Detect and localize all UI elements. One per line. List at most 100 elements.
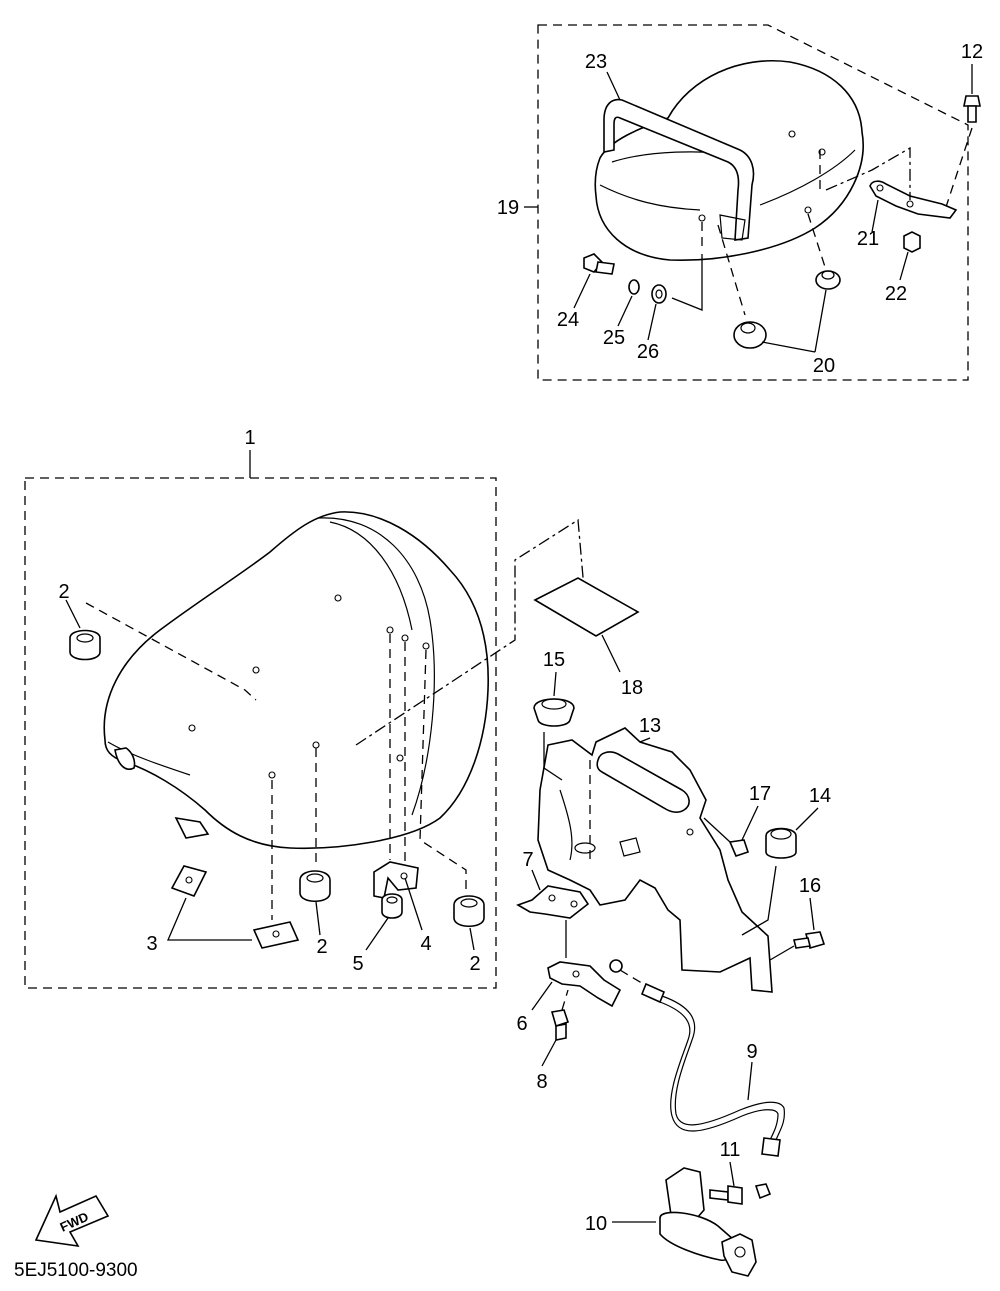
drop-line [419,649,467,895]
callout-16: 16 [799,875,821,897]
damper-20a [733,321,767,349]
leader-2b [315,901,321,936]
main-seat-hole [401,634,409,642]
leader-13 [639,737,651,743]
pad-18-chain-line [355,518,586,746]
grommet-14 [765,827,797,859]
leader-9 [747,1061,753,1101]
latch-6 [547,961,622,1008]
callout-10: 10 [585,1213,607,1235]
leader-2a [65,599,81,629]
callout-25: 25 [603,327,625,349]
callout-23: 23 [585,51,607,73]
washer-25 [628,279,640,295]
callout-21: 21 [857,228,879,250]
plate-13 [537,727,773,993]
grab-bar [603,98,755,241]
leader-22 [899,251,909,281]
leader-3 [167,897,252,941]
bracket-4-hole [400,872,408,880]
leader-24 [573,273,591,309]
main-seat-hole [334,594,342,602]
rear-seat-mount-line [717,224,746,316]
callout-2b: 2 [316,936,327,958]
bolt-8 [550,1009,570,1041]
callout-13: 13 [639,715,661,737]
callout-11: 11 [720,1139,741,1161]
seat-hook [174,816,210,839]
callout-24: 24 [557,309,579,331]
main-seat-hole [252,666,260,674]
leader-2c [469,927,475,951]
leader-20 [761,289,827,353]
callout-19: 19 [497,197,519,219]
rear-seat-hole [788,130,796,138]
callout-labels: 23 12 19 21 22 24 25 26 20 1 2 2 2 3 4 5… [58,41,983,1235]
callout-2a: 2 [58,581,69,603]
seat-front-bump [114,747,136,770]
callout-17: 17 [749,783,771,805]
main-seat-hole [422,642,430,650]
cable-9-fitting [640,982,666,1004]
main-seat-edge-inner [329,521,413,631]
bolt-11 [709,1185,743,1205]
grommet-2a [69,629,101,661]
cable-9-outer [659,1001,779,1141]
rear-seat-mount-line [807,213,827,271]
callout-6: 6 [516,1013,527,1035]
leader-26 [647,303,657,341]
callout-12: 12 [961,41,983,63]
latch-6-hole [572,970,580,978]
key-hole [734,1246,746,1258]
group-1-outline [24,477,497,989]
leader-18 [601,634,621,673]
leader-23 [606,71,621,101]
rear-seat-hole [698,214,706,222]
grommet-2a-line [85,602,257,701]
bracket-21-hole [876,184,884,192]
leader-21 [871,199,879,233]
main-seat-hole [312,741,320,749]
grommet-15 [533,698,575,727]
callout-5: 5 [352,953,363,975]
bolt-12 [963,95,981,123]
rear-seat-group [537,24,981,381]
grab-bar-bracket [719,214,746,241]
main-seat-hole [268,771,276,779]
leader-25 [617,295,633,327]
washer-26 [651,284,667,304]
main-seat-group [24,450,586,989]
callout-9: 9 [746,1041,757,1063]
screw-16 [793,931,826,949]
rear-seat-lower-seam [599,149,856,211]
callout-15: 15 [543,649,565,671]
leader-5 [365,917,389,951]
pad-18 [533,577,640,637]
screw-17 [728,839,750,857]
bracket-7-hole [548,894,556,902]
bolt-8-line [561,989,569,1011]
plate-13-slot [596,751,690,813]
main-seat-edge [317,517,435,816]
leader-16b [809,897,815,931]
callout-14: 14 [809,785,831,807]
clip-3a [170,865,208,897]
washer-line [671,254,703,311]
bracket-7 [516,885,590,919]
lock-assembly [516,577,826,1277]
cable-9 [661,995,785,1141]
clip-3b [252,921,300,949]
collar-5 [381,893,403,919]
leader-14b [795,807,819,831]
callout-18: 18 [621,677,643,699]
rear-seat-hole [804,206,812,214]
bolt-24 [583,253,615,275]
bracket-21-hole [906,200,914,208]
callout-20: 20 [813,355,835,377]
nut-22 [903,231,921,253]
plate-13-hole [686,828,694,836]
cable-9-end-fitting [761,1137,781,1157]
upper-leaders [65,64,973,1067]
fwd-arrow: FWD [34,1193,110,1248]
